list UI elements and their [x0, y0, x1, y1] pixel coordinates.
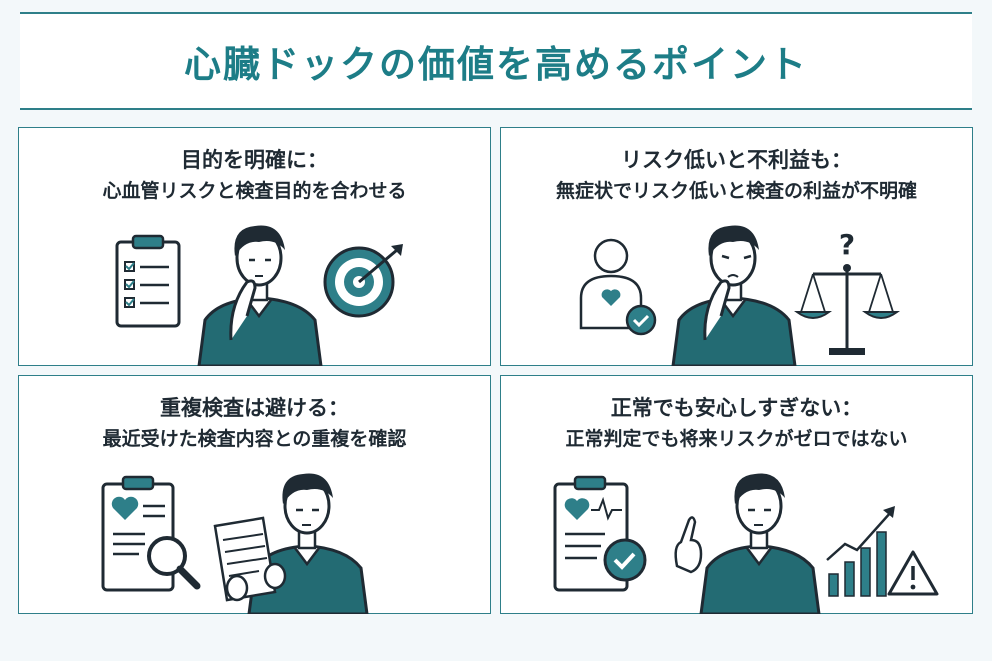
warning-triangle-icon [887, 550, 939, 596]
card-illustration [101, 473, 369, 614]
card-normal-not-zero-risk: 正常でも安心しすぎない： 正常判定でも将来リスクがゼロではない [500, 375, 973, 614]
card-title: リスク低いと不利益も： [621, 148, 852, 172]
ecg-clipboard-check-icon [553, 475, 647, 592]
card-subtitle: 無症状でリスク低いと検査の利益が不明確 [555, 180, 917, 202]
page-title: 心臓ドックの価値を高めるポイント [184, 43, 808, 86]
card-title: 正常でも安心しすぎない： [610, 396, 863, 420]
heart-report-magnifier-icon [101, 475, 201, 592]
clipboard-checklist-icon [115, 234, 181, 328]
man-raising-finger-icon [674, 473, 821, 614]
card-title: 重複検査は避ける： [160, 396, 349, 420]
card-clear-purpose: 目的を明確に： 心血管リスクと検査目的を合わせる [18, 127, 491, 366]
question-mark-icon: ? [839, 228, 855, 261]
thinking-man-icon [197, 225, 323, 366]
card-subtitle: 正常判定でも将来リスクがゼロではない [565, 428, 908, 450]
target-arrow-icon [323, 244, 403, 318]
card-illustration: ? [579, 225, 901, 366]
card-illustration [115, 225, 403, 366]
worried-man-icon [671, 225, 797, 366]
title-banner: 心臓ドックの価値を高めるポイント [20, 12, 972, 110]
card-subtitle: 最近受けた検査内容との重複を確認 [102, 428, 407, 450]
rising-bar-chart-icon [826, 506, 895, 597]
card-subtitle: 心血管リスクと検査目的を合わせる [102, 180, 407, 202]
man-reading-document-icon [213, 473, 369, 614]
card-illustration [553, 473, 939, 614]
svg-text:?: ? [839, 228, 855, 261]
card-avoid-duplicates: 重複検査は避ける： 最近受けた検査内容との重複を確認 [18, 375, 491, 614]
card-low-risk-harm: リスク低いと不利益も： 無症状でリスク低いと検査の利益が不明確 ? [500, 127, 973, 366]
card-title: 目的を明確に： [181, 148, 328, 172]
healthy-person-heart-icon [579, 238, 657, 336]
balance-scale-icon [793, 264, 901, 355]
